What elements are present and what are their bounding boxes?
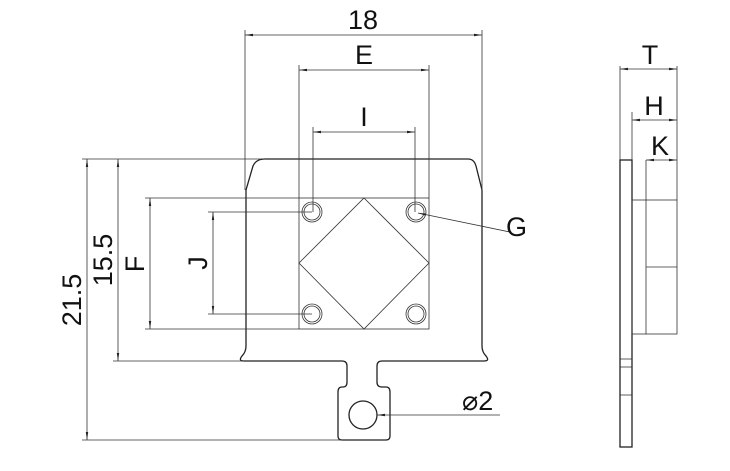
- callout-hole-diameter-label: ⌀2: [462, 386, 493, 416]
- dimension-lines: [85, 33, 511, 440]
- diamond-window: [298, 197, 430, 330]
- dim-body-height-label: 15.5: [88, 234, 118, 287]
- dim-e-label: E: [355, 40, 373, 70]
- dim-t-label: T: [642, 40, 659, 70]
- plate-outline: [239, 158, 489, 441]
- tab-hole: [348, 400, 378, 430]
- dim-f-label: F: [120, 256, 150, 273]
- front-view: 18 E I F J 15.5 21.5 G ⌀2: [57, 5, 527, 441]
- extension-lines: [82, 30, 483, 441]
- dim-width-label: 18: [348, 5, 378, 35]
- callout-g-label: G: [506, 212, 527, 242]
- side-detail-lines: [619, 66, 678, 396]
- dim-k-label: K: [651, 131, 669, 161]
- dim-i-label: I: [360, 102, 368, 132]
- side-view: T H K: [619, 40, 678, 448]
- dim-j-label: J: [183, 256, 213, 270]
- mounting-holes: [301, 201, 427, 325]
- side-plate: [619, 159, 633, 448]
- dim-h-label: H: [644, 91, 664, 121]
- dim-total-height-label: 21.5: [57, 274, 87, 327]
